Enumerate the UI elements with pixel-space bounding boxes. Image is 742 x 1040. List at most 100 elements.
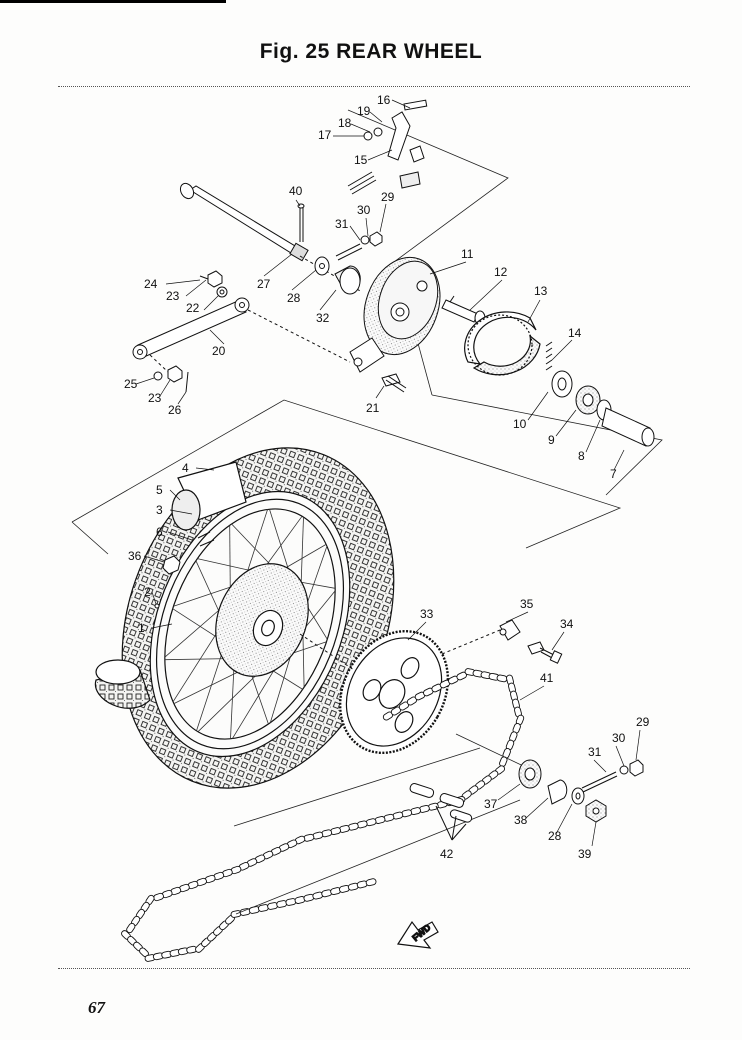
spoke	[269, 668, 303, 690]
spoke	[263, 516, 303, 569]
part-label-34: 34	[560, 617, 574, 631]
leader-line	[407, 621, 427, 641]
spoke	[172, 608, 221, 640]
wheel-hub	[215, 563, 309, 677]
leader-line	[525, 797, 549, 819]
leader-line	[209, 329, 225, 345]
part-label-13: 13	[534, 284, 548, 298]
cotter-pin	[297, 203, 305, 242]
chain-link	[365, 878, 377, 887]
leader-lines	[135, 99, 641, 847]
sprocket-fasteners	[299, 619, 563, 671]
leader-line	[169, 509, 193, 515]
part-label-29a: 29	[381, 190, 395, 204]
hub-bearings	[551, 370, 655, 447]
spoke	[300, 517, 304, 591]
panel-bolt	[381, 373, 407, 393]
leader-line	[367, 149, 393, 161]
spoke	[197, 558, 255, 572]
leader-line	[263, 253, 293, 277]
leader-line	[391, 99, 411, 109]
leader-line	[615, 745, 625, 767]
leader-line	[585, 419, 601, 453]
leader-line	[505, 611, 529, 623]
leader-line	[350, 123, 371, 133]
part-label-41: 41	[540, 671, 554, 685]
leader-line	[151, 591, 157, 605]
part-label-2: 2	[144, 585, 151, 599]
part-label-7: 7	[610, 467, 617, 481]
brake-shoes	[464, 311, 541, 376]
arm-hardware	[153, 270, 228, 393]
part-label-25: 25	[124, 377, 138, 391]
leader-line	[203, 295, 219, 311]
forward-direction-arrow: FWD	[396, 920, 439, 949]
leader-line	[365, 217, 369, 237]
part-label-4: 4	[182, 461, 189, 475]
leader-line	[613, 449, 625, 471]
part-label-16: 16	[377, 93, 391, 107]
leader-line	[591, 821, 597, 847]
spoke	[172, 627, 221, 702]
leader-line	[519, 685, 545, 701]
part-label-23a: 23	[166, 289, 180, 303]
part-label-35: 35	[520, 597, 534, 611]
spoke	[281, 544, 327, 571]
shoe-spring	[545, 341, 553, 371]
tire-cutaway	[94, 461, 247, 709]
part-label-37: 37	[484, 797, 498, 811]
leader-line	[429, 261, 467, 275]
leader-line	[469, 279, 503, 311]
leader-line	[349, 225, 361, 241]
spoke	[250, 671, 269, 725]
part-label-12: 12	[494, 265, 508, 279]
part-label-11: 11	[461, 247, 474, 261]
leader-line	[379, 203, 387, 233]
leader-line	[551, 339, 573, 361]
leader-line	[177, 391, 187, 405]
leader-line	[527, 299, 541, 323]
leader-line	[135, 377, 155, 385]
spoke	[229, 525, 231, 595]
leader-line	[497, 783, 521, 801]
figure-title: Fig. 25 REAR WHEEL	[259, 40, 483, 63]
spoke	[296, 581, 336, 589]
part-label-15: 15	[354, 153, 368, 167]
part-label-36: 36	[128, 549, 142, 563]
spoke	[196, 649, 224, 731]
part-label-27: 27	[257, 277, 271, 291]
part-label-14: 14	[568, 326, 582, 340]
part-label-30a: 30	[357, 203, 371, 217]
leader-line	[185, 279, 207, 297]
bottom-divider	[58, 968, 690, 969]
axle-spacers	[314, 231, 383, 295]
torque-arm	[132, 297, 351, 373]
part-label-9: 9	[548, 433, 555, 447]
spoke	[197, 671, 261, 732]
part-label-26: 26	[168, 403, 182, 417]
spoke	[245, 509, 268, 578]
spoke	[230, 665, 235, 739]
part-label-42: 42	[440, 847, 454, 861]
drive-chain	[121, 668, 525, 962]
part-label-22: 22	[186, 301, 200, 315]
leader-line	[369, 111, 383, 123]
page-number: 67	[88, 998, 105, 1017]
part-label-24: 24	[144, 277, 158, 291]
leader-line	[295, 199, 301, 207]
leader-line	[635, 729, 641, 761]
rear-axle	[179, 182, 363, 293]
wheel-rim	[155, 498, 345, 750]
part-label-23b: 23	[148, 391, 162, 405]
leader-line	[143, 555, 165, 563]
part-label-38: 38	[514, 813, 528, 827]
leader-line	[555, 803, 573, 835]
part-label-3: 3	[156, 503, 163, 517]
leader-line	[169, 489, 181, 501]
part-label-17: 17	[318, 128, 332, 142]
leader-line	[195, 467, 215, 471]
spoke	[195, 560, 222, 617]
leader-line	[165, 279, 201, 285]
part-label-1: 1	[138, 621, 145, 635]
